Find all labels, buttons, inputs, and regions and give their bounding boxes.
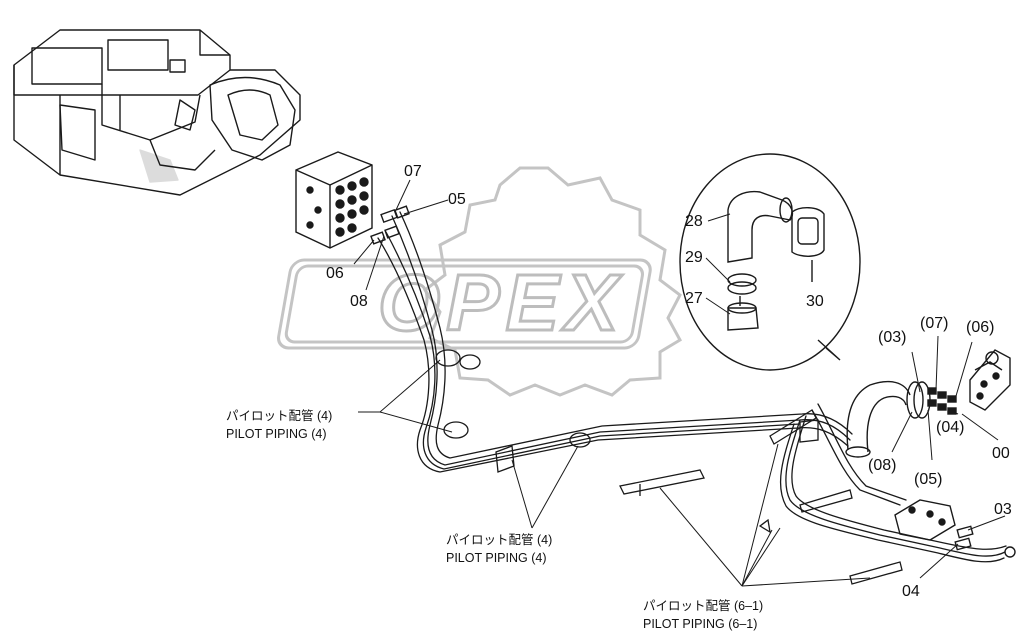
label-06-left: 06	[326, 265, 344, 282]
watermark-frame	[277, 258, 652, 350]
label-03-right: 03	[994, 501, 1012, 518]
callout-2-jp: パイロット配管 (4)	[446, 532, 552, 547]
watermark-frame-inner	[284, 264, 645, 344]
label-08-paren: (08)	[868, 457, 896, 474]
label-08-left: 08	[350, 293, 368, 310]
label-05-top: 05	[448, 191, 466, 208]
detail-inset	[679, 153, 861, 371]
callout-1-jp: パイロット配管 (4)	[226, 408, 332, 423]
label-07-top: 07	[404, 163, 422, 180]
pipe-clamps	[435, 349, 903, 585]
label-04-paren: (04)	[936, 419, 964, 436]
swivel-joint	[845, 380, 957, 458]
label-29: 29	[685, 249, 703, 266]
label-03-paren: (03)	[878, 329, 906, 346]
label-27: 27	[685, 290, 703, 307]
pilot-pipe-bundle	[377, 211, 1007, 563]
label-06-paren: (06)	[966, 319, 994, 336]
detail-pointer	[817, 339, 841, 361]
callout-3-en: PILOT PIPING (6–1)	[643, 617, 757, 631]
callout-1-en: PILOT PIPING (4)	[226, 427, 327, 441]
machine-body	[13, 29, 301, 196]
valve-fittings	[370, 205, 410, 245]
label-00: 00	[992, 445, 1010, 462]
pilot-valve	[969, 349, 1011, 411]
watermark-logo	[277, 166, 683, 397]
watermark-gear-icon	[422, 166, 683, 397]
detail-circle	[679, 153, 861, 371]
label-04-bottom: 04	[902, 583, 920, 600]
callout-2-en: PILOT PIPING (4)	[446, 551, 547, 565]
watermark-text: OPEX	[378, 258, 624, 347]
label-30: 30	[806, 293, 824, 310]
label-05-paren: (05)	[914, 471, 942, 488]
label-28: 28	[685, 213, 703, 230]
label-07-paren: (07)	[920, 315, 948, 332]
leader-lines	[353, 179, 1006, 587]
callout-3-jp: パイロット配管 (6–1)	[643, 598, 763, 613]
control-valve	[295, 151, 373, 249]
